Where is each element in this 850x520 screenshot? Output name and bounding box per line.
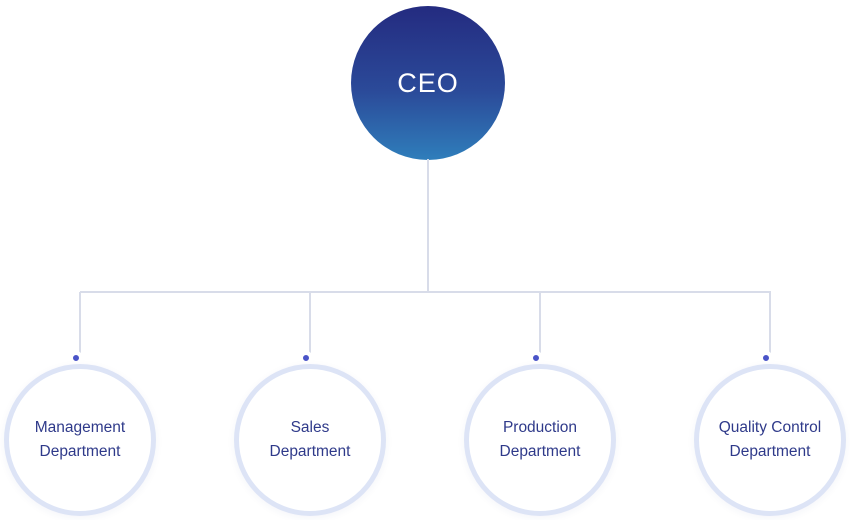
- department-label: Quality Control Department: [718, 418, 822, 460]
- connector-trunk: [427, 159, 429, 292]
- connector-drop-production: [539, 292, 541, 354]
- department-label: Management Department: [34, 418, 126, 460]
- anchor-dot-quality-control: [759, 351, 773, 365]
- connector-horizontal: [80, 291, 771, 293]
- connector-drop-sales: [309, 292, 311, 354]
- department-node-management: Management Department: [4, 364, 156, 516]
- connector-drop-management: [79, 292, 81, 354]
- department-node-sales: Sales Department: [234, 364, 386, 516]
- department-label: Production Department: [499, 418, 581, 460]
- ceo-label: CEO: [397, 67, 459, 98]
- anchor-dot-management: [69, 351, 83, 365]
- connector-drop-quality-control: [769, 292, 771, 354]
- ceo-node: CEO: [351, 6, 505, 160]
- department-label: Sales Department: [269, 418, 351, 460]
- department-node-production: Production Department: [464, 364, 616, 516]
- anchor-dot-production: [529, 351, 543, 365]
- anchor-dot-sales: [299, 351, 313, 365]
- department-node-quality-control: Quality Control Department: [694, 364, 846, 516]
